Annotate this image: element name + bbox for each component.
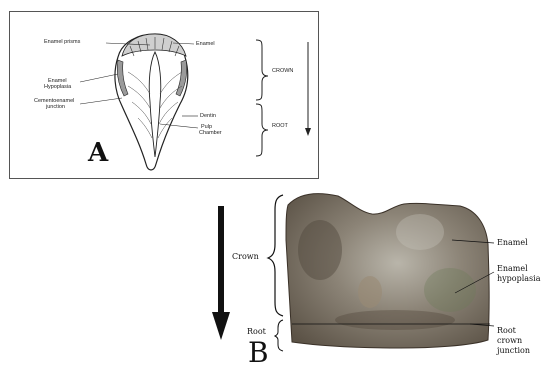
label-rcj-1: Root [497, 326, 516, 335]
panel-a-letter: A [88, 138, 108, 168]
label-pulp-2: Chamber [199, 130, 222, 136]
big-arrow-shaft [218, 206, 224, 318]
label-root-a: ROOT [272, 123, 288, 129]
crown-brace-b [268, 195, 283, 316]
tooth-photo-body [286, 194, 489, 348]
big-arrow-head [212, 312, 230, 340]
label-enamel-prisms: Enamel prisms [44, 39, 80, 45]
label-cej-a2: junction [46, 104, 65, 110]
label-enamel-hypoplasia-a2: Hypoplasia [44, 84, 71, 90]
tooth-schematic-drawing [10, 12, 320, 180]
label-rcj-2: crown [497, 336, 522, 345]
label-rcj-3: junction [497, 346, 530, 355]
label-crown-a: CROWN [272, 68, 293, 74]
label-enamel-a: Enamel [196, 41, 215, 47]
root-brace [256, 104, 268, 156]
crown-brace [256, 40, 268, 100]
label-enamel-hypoplasia-b1: Enamel [497, 264, 528, 273]
root-brace-b [275, 320, 283, 351]
panel-a-schematic: Enamel prisms Enamel Enamel Hypoplasia C… [9, 11, 319, 179]
label-enamel-hypoplasia-b2: hypoplasia [497, 274, 541, 283]
label-crown-b: Crown [232, 252, 259, 261]
panel-b-letter: B [248, 336, 269, 369]
label-root-b: Root [247, 327, 266, 336]
label-enamel-b: Enamel [497, 238, 528, 247]
arrow-head [305, 128, 311, 136]
label-dentin: Dentin [200, 113, 216, 119]
